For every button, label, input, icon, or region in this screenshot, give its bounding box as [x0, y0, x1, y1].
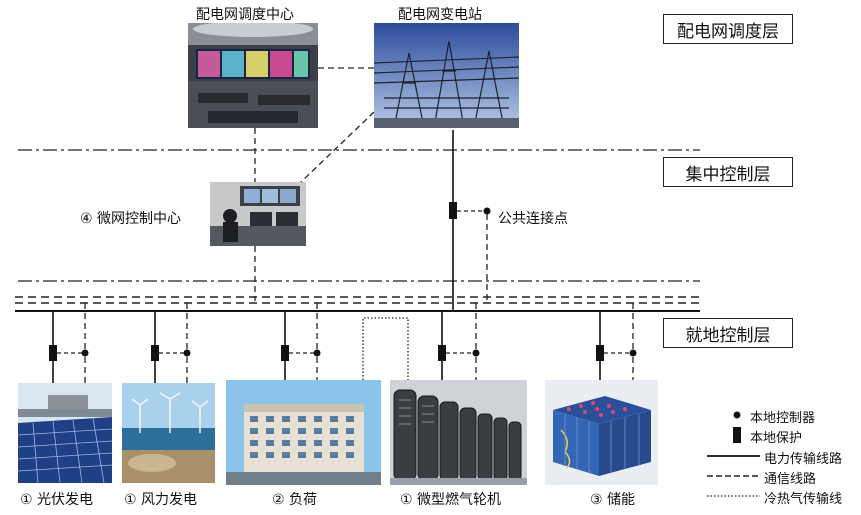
layer-dispatch: 配电网调度层 [663, 14, 793, 44]
controller-turbine [472, 349, 480, 357]
substation-photo [374, 23, 519, 128]
unit-caption-wind: ① 风力发电 [124, 492, 198, 508]
legend-heat-line-label: 冷热气传输线 [764, 492, 843, 507]
unit-caption-load: ② 负荷 [272, 492, 318, 508]
legend-power-line-label: 电力传输线路 [764, 452, 843, 467]
dispatch-center-label: 配电网调度中心 [196, 7, 294, 23]
controller-wind [183, 349, 191, 357]
legend-protection-icon [733, 427, 741, 443]
heat-line [362, 317, 409, 380]
substation-label: 配电网变电站 [398, 7, 482, 23]
pcc-controller-icon [483, 207, 491, 215]
legend-comm-line-label: 通信线路 [764, 472, 817, 487]
unit-caption-storage: ③ 储能 [590, 492, 636, 508]
micro-gas-turbine-photo [390, 380, 527, 485]
controller-storage [629, 349, 637, 357]
protection-storage [596, 345, 604, 361]
protection-wind [151, 345, 159, 361]
wind-turbine-photo [122, 383, 215, 483]
battery-storage-photo [545, 380, 658, 485]
mgcc-photo [210, 182, 306, 246]
pcc-protection-icon [449, 202, 457, 219]
layer-central: 集中控制层 [663, 157, 793, 187]
comm-line-substation-mgcc [299, 111, 375, 184]
protection-pv [49, 345, 57, 361]
mgcc-label: ④ 微网控制中心 [80, 211, 182, 227]
legend-protection-label: 本地保护 [750, 431, 803, 446]
building-load-photo [226, 380, 381, 485]
dispatch-center-photo [188, 23, 318, 128]
pcc-label: 公共连接点 [498, 211, 568, 227]
legend-controller-icon [733, 411, 741, 419]
controller-pv [81, 349, 89, 357]
protection-load [281, 345, 289, 361]
unit-caption-turbine: ① 微型燃气轮机 [400, 492, 502, 508]
layer-local: 就地控制层 [663, 318, 793, 348]
legend-controller-label: 本地控制器 [750, 411, 816, 426]
unit-caption-pv: ① 光伏发电 [20, 492, 94, 508]
protection-turbine [438, 345, 446, 361]
solar-panel-photo [18, 383, 112, 483]
controller-load [313, 349, 321, 357]
